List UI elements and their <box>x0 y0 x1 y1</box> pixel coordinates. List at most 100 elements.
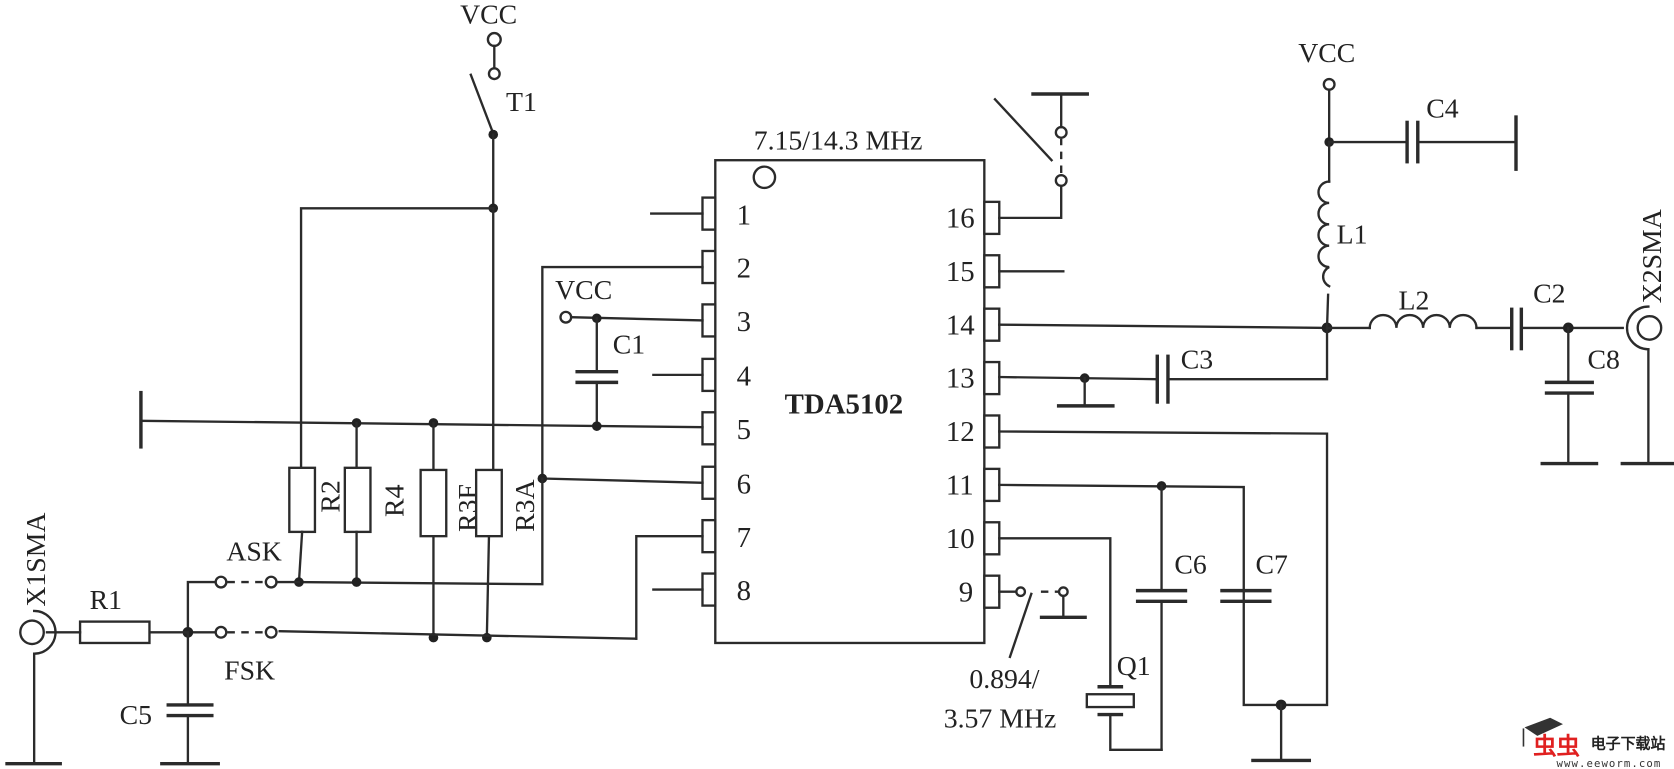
vcc-top-label: VCC <box>460 0 517 30</box>
pin-4 <box>701 357 717 393</box>
graduation-cap-icon <box>1524 717 1563 736</box>
resistor-r1 <box>78 620 151 645</box>
pin-14 <box>983 307 1001 342</box>
pin-label: 5 <box>737 414 751 446</box>
wire-ask-bus <box>295 477 544 586</box>
wire-pin2-pin6 <box>541 265 704 484</box>
vcc-top-terminal <box>486 31 502 48</box>
watermark: 虫虫 电子下载站 www.eeworm.com <box>1522 717 1666 769</box>
ic-pin1-marker <box>752 165 777 190</box>
fsk-contact-a <box>214 625 228 639</box>
ic-left-pins: 1 2 3 4 5 6 7 8 <box>701 196 751 607</box>
pin16-switch-blade <box>993 97 1054 162</box>
r3a-lead-bottom <box>485 534 491 639</box>
x1sma-connector-inner <box>19 619 45 646</box>
ic-body <box>714 159 986 645</box>
wire-ask-switch <box>186 580 217 634</box>
wire-pin13 <box>998 375 1157 381</box>
r2-lead-bottom <box>297 530 304 584</box>
crystal-freq-line2: 3.57 MHz <box>944 703 1057 734</box>
q1-label: Q1 <box>1117 651 1151 682</box>
x2sma-connector-inner <box>1636 314 1663 341</box>
c3-label: C3 <box>1181 344 1213 375</box>
ic-name: TDA5102 <box>785 388 904 420</box>
pin-label: 3 <box>737 306 751 338</box>
resistor-r3a <box>474 468 503 538</box>
junction-dot <box>591 421 602 431</box>
x1sma-label: X1SMA <box>21 513 52 607</box>
pin-10 <box>983 521 1001 556</box>
wire-pin3 <box>569 316 704 322</box>
pin-label: 13 <box>946 363 975 395</box>
pin-1 <box>701 196 717 231</box>
pin-5 <box>701 411 717 446</box>
vcc-pin3-terminal <box>559 310 573 324</box>
pin-label: 15 <box>946 256 975 288</box>
c5-label: C5 <box>120 700 152 731</box>
resistor-r4 <box>343 466 372 534</box>
wire-pin11 <box>998 483 1283 707</box>
pin-label: 4 <box>737 361 751 393</box>
c7-label: C7 <box>1256 550 1289 581</box>
c8-label: C8 <box>1588 344 1620 375</box>
ic-right-pins: 16 15 14 13 12 11 10 9 <box>946 200 1001 609</box>
r1-label: R1 <box>90 585 122 616</box>
r2-label: R2 <box>316 480 347 512</box>
pin-label: 10 <box>946 523 975 555</box>
l2-label: L2 <box>1399 286 1430 317</box>
t1-switch-blade <box>469 73 495 136</box>
pin-label: 2 <box>737 253 751 285</box>
resistor-r3f <box>419 468 448 538</box>
watermark-logo: 虫虫 <box>1533 732 1580 760</box>
pin-7 <box>701 518 717 554</box>
wire-c3-node <box>1168 326 1329 381</box>
ic-clock-label: 7.15/14.3 MHz <box>754 126 923 157</box>
pin-11 <box>983 467 1001 503</box>
pin-3 <box>701 303 717 338</box>
pin-label: 16 <box>946 202 975 234</box>
watermark-url: www.eeworm.com <box>1557 757 1662 769</box>
pin-15 <box>983 254 1001 289</box>
l1-label: L1 <box>1337 220 1368 251</box>
x2sma-connector-shell <box>1625 305 1650 351</box>
pin-label: 11 <box>946 470 974 502</box>
inductor-l1 <box>1317 180 1331 288</box>
vcc-right-label: VCC <box>1298 38 1355 69</box>
t1-label: T1 <box>506 87 537 118</box>
c2-label: C2 <box>1533 278 1565 309</box>
pin-label: 6 <box>737 468 751 500</box>
pin9-switch-contact-b <box>1057 586 1069 598</box>
r4-label: R4 <box>380 484 411 517</box>
crystal-freq-line1: 0.894/ <box>969 664 1039 695</box>
pin-label: 9 <box>959 576 973 608</box>
wire-pin16 <box>998 184 1063 220</box>
pin-16 <box>983 200 1001 236</box>
l1-lead-bottom <box>1325 293 1330 330</box>
vcc-pin3-label: VCC <box>555 275 612 306</box>
pin9-switch-contact-a <box>1015 586 1027 598</box>
pin-label: 12 <box>946 416 975 448</box>
wire-pin10 <box>998 537 1112 688</box>
pin-label: 14 <box>946 309 975 341</box>
wire-q1-c6 <box>1109 713 1163 751</box>
x1sma-connector-shell <box>32 609 57 655</box>
wire-fsk-bus <box>278 630 638 640</box>
c4-label: C4 <box>1426 93 1459 124</box>
pin-13 <box>983 360 1001 396</box>
ic-tda5102: TDA5102 7.15/14.3 MHz <box>714 126 986 645</box>
pin-6 <box>701 465 717 500</box>
fsk-label: FSK <box>224 655 275 686</box>
ask-contact-a <box>214 575 228 589</box>
watermark-site-name: 电子下载站 <box>1591 735 1666 753</box>
x2sma-label: X2SMA <box>1637 209 1668 303</box>
pin16-switch-contact-b <box>1054 173 1068 188</box>
crystal-q1 <box>1085 693 1135 709</box>
resistor-r2 <box>288 466 317 534</box>
junction-dot <box>351 577 362 587</box>
ask-label: ASK <box>226 537 282 568</box>
pin-2 <box>701 249 717 285</box>
c6-label: C6 <box>1174 550 1207 581</box>
pin-12 <box>983 414 1001 449</box>
